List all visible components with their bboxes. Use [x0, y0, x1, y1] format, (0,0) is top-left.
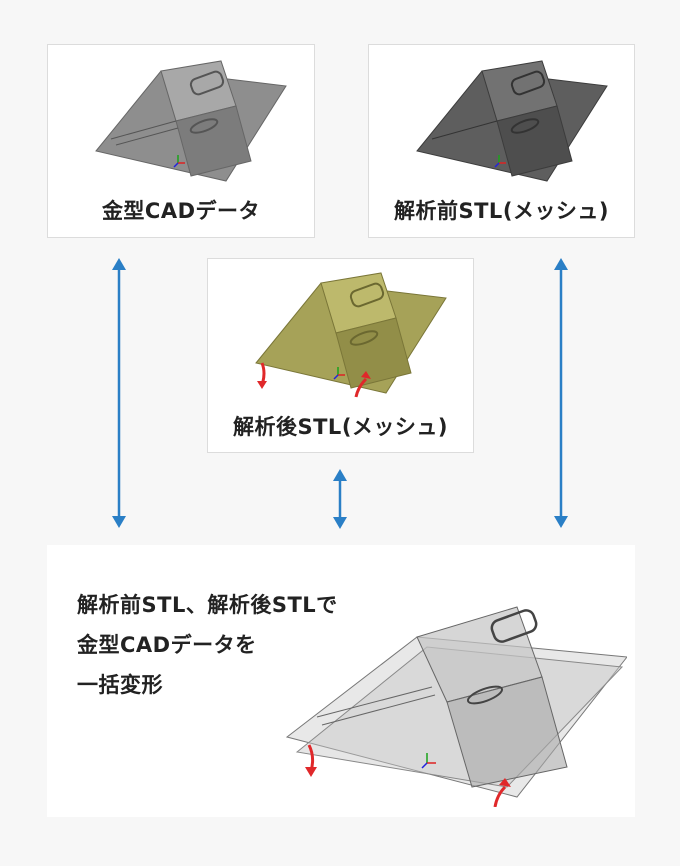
pre-analysis-stl-card: 解析前STL(メッシュ) [368, 44, 635, 238]
post-analysis-stl-label: 解析後STL(メッシュ) [208, 411, 473, 441]
pre-analysis-stl-label: 解析前STL(メッシュ) [369, 195, 634, 225]
overlay-model-image [267, 567, 627, 807]
cad-data-label: 金型CADデータ [48, 195, 314, 225]
batch-deformation-panel: 解析前STL、解析後STLで 金型CADデータを 一括変形 [47, 545, 635, 817]
deformation-arrow-icon [257, 363, 267, 389]
cad-data-card: 金型CADデータ [47, 44, 315, 238]
cad-model-image [66, 51, 296, 191]
post-analysis-mesh-image [226, 263, 456, 403]
double-headed-arrow-icon [109, 258, 129, 528]
double-headed-arrow-icon [551, 258, 571, 528]
double-headed-arrow-icon [330, 469, 350, 529]
post-analysis-stl-card: 解析後STL(メッシュ) [207, 258, 474, 453]
pre-analysis-mesh-image [387, 51, 617, 191]
